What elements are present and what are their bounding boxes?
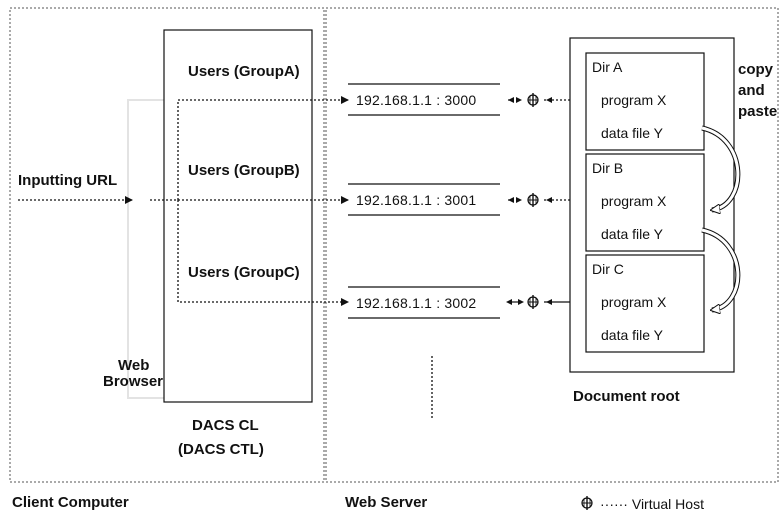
- web-server-label: Web Server: [345, 494, 428, 511]
- legend-virtual-host-text: ······ Virtual Host: [600, 496, 704, 512]
- virtual-host-icon-b: [527, 192, 539, 208]
- dir-a-data: data file Y: [601, 125, 664, 141]
- group-b-label: Users (GroupB): [188, 162, 300, 179]
- dir-c-data: data file Y: [601, 327, 664, 343]
- dir-a-program: program X: [601, 92, 667, 108]
- document-root-label: Document root: [573, 388, 680, 405]
- dir-b-name: Dir B: [592, 160, 624, 176]
- dir-a-name: Dir A: [592, 59, 623, 75]
- web-browser-box: [127, 99, 167, 399]
- host-b-address: 192.168.1.1 : 3001: [356, 192, 477, 208]
- host-a-address: 192.168.1.1 : 3000: [356, 92, 477, 108]
- route-group-c: [177, 200, 349, 306]
- dir-c-box: [585, 254, 705, 353]
- group-c-label: Users (GroupC): [188, 264, 300, 281]
- browser-label: Browser: [103, 373, 164, 390]
- dir-b-data: data file Y: [601, 226, 664, 242]
- inputting-url-label: Inputting URL: [18, 172, 118, 189]
- client-computer-region: [9, 7, 325, 483]
- dacs-ctl-label: (DACS CTL): [178, 441, 264, 458]
- dir-c-name: Dir C: [592, 261, 624, 277]
- legend-virtual-host-icon: [581, 495, 593, 511]
- and-label: and: [738, 82, 765, 99]
- web-label: Web: [118, 357, 150, 374]
- virtual-host-icon-a: [527, 92, 539, 108]
- virtual-host-icon-c: [527, 294, 539, 310]
- dir-b-program: program X: [601, 193, 667, 209]
- group-a-label: Users (GroupA): [188, 63, 300, 80]
- host-c-address: 192.168.1.1 : 3002: [356, 295, 477, 311]
- dacs-cl-box: [163, 29, 313, 403]
- paste-label: paste: [738, 103, 778, 120]
- dacs-cl-label: DACS CL: [192, 417, 259, 434]
- web-server-region: [325, 7, 779, 483]
- route-group-a: [150, 96, 349, 201]
- dir-b-box: [585, 153, 705, 252]
- dir-a-box: [585, 52, 705, 151]
- client-computer-label: Client Computer: [12, 494, 129, 511]
- dir-c-program: program X: [601, 294, 667, 310]
- copy-label: copy: [738, 61, 774, 78]
